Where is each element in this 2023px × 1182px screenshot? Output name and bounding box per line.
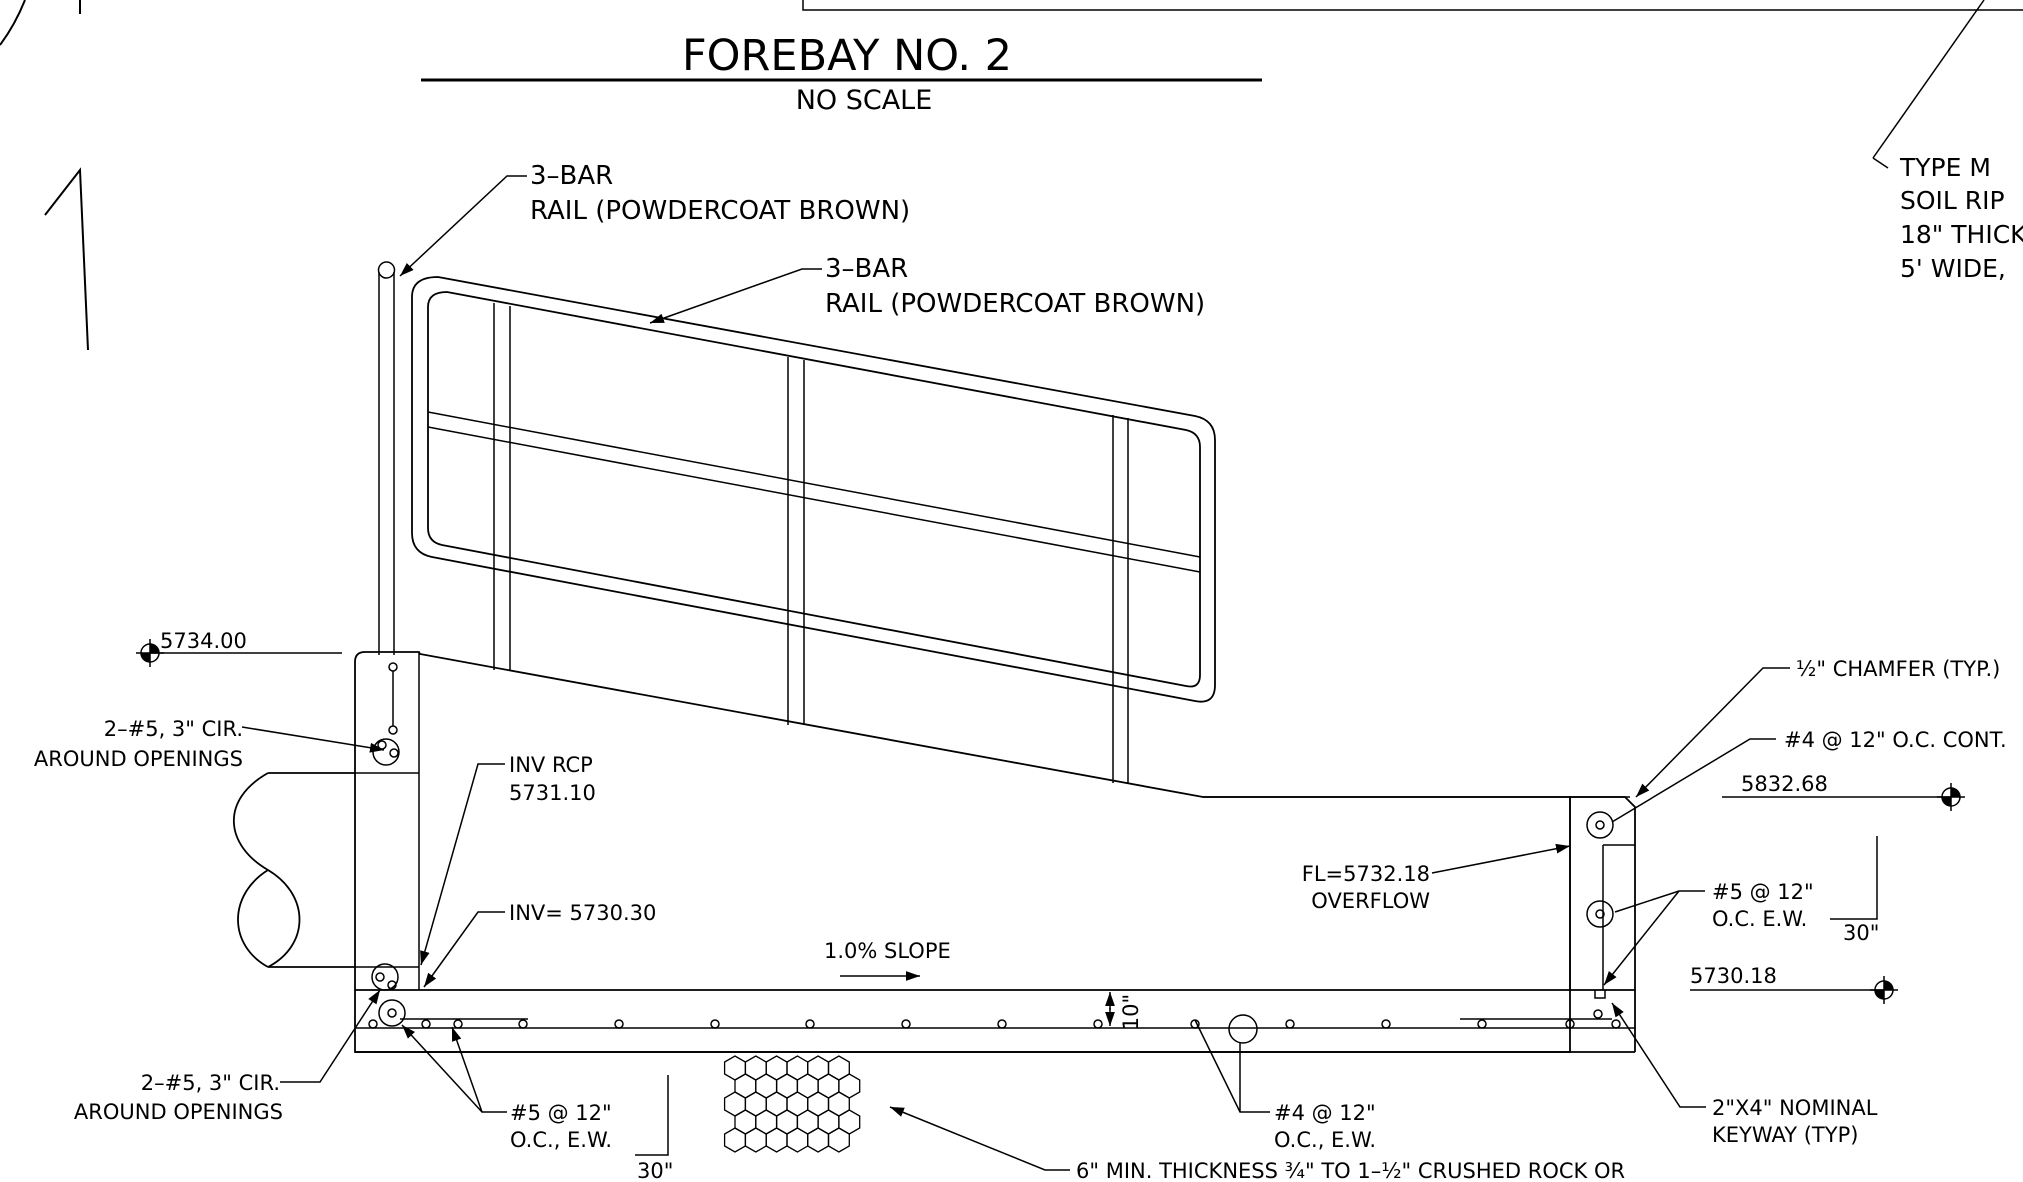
rcp-pipe	[233, 772, 419, 968]
rail-2-line-1: 3–BAR	[825, 254, 908, 284]
fl-line-1: FL=5732.18	[1302, 862, 1430, 886]
bars-5-wall-leader-b	[1603, 890, 1680, 986]
cir-lower-line-1: 2–#5, 3" CIR.	[141, 1071, 280, 1095]
rail-1-leader	[399, 175, 527, 277]
cir-upper-leader	[241, 726, 385, 753]
forebay-structure	[354, 651, 1636, 1053]
rail-2-leader	[649, 268, 822, 324]
keyway-leader	[1611, 1002, 1706, 1108]
rock-hex	[744, 1127, 767, 1153]
inv-rcp-leader	[420, 763, 505, 966]
rock-hex	[786, 1127, 809, 1153]
slab-thickness-label: 10"	[1119, 994, 1143, 1030]
rock-hex	[827, 1127, 850, 1153]
hand-mark	[0, 0, 89, 351]
elev-floor-label: 5730.18	[1690, 964, 1777, 988]
inv-rcp-line-1: INV RCP	[509, 753, 593, 777]
elev-marker-wall	[1722, 783, 1965, 811]
dim-30-right-mark	[1830, 836, 1878, 920]
dim-30-left-label: 30"	[637, 1159, 673, 1182]
riprap-leader-tick	[1872, 157, 1889, 169]
bars-5-wall-leader-a	[1614, 890, 1705, 913]
drawing-subtitle: NO SCALE	[796, 85, 933, 116]
sheet-border	[802, 0, 2023, 11]
inv-rcp-line-2: 5731.10	[509, 781, 596, 805]
bars-4-leader-a	[1194, 1019, 1270, 1113]
bars-5-leader-a	[401, 1024, 507, 1113]
chamfer-label: ½" CHAMFER (TYP.)	[1796, 657, 2000, 681]
rail-1-line-1: 3–BAR	[530, 161, 613, 191]
elev-marker-top	[136, 639, 342, 667]
elev-wall-label: 5832.68	[1741, 772, 1828, 796]
crushed-rock-hatch	[723, 1055, 861, 1153]
rock-hex	[765, 1127, 788, 1153]
rock-hex	[807, 1127, 830, 1153]
riprap-line-2: SOIL RIP	[1900, 186, 2005, 215]
inv-label: INV= 5730.30	[509, 901, 656, 925]
bars-4-cont-leader	[1611, 738, 1776, 823]
bars-4-cont-label: #4 @ 12" O.C. CONT.	[1784, 728, 2007, 752]
dim-30-right-label: 30"	[1843, 921, 1879, 945]
inv-leader	[423, 911, 505, 988]
rail-post	[377, 261, 396, 655]
cir-upper-line-2: AROUND OPENINGS	[34, 747, 243, 771]
riprap-line-3: 18" THICK	[1900, 220, 2023, 249]
bars-4-bottom-line-2: O.C., E.W.	[1274, 1128, 1376, 1152]
bars-4-bottom-line-1: #4 @ 12"	[1274, 1101, 1376, 1125]
riprap-leader	[1872, 0, 1985, 159]
fl-leader	[1431, 843, 1571, 874]
rebar-marks	[368, 662, 1621, 1044]
elev-top-label: 5734.00	[160, 629, 247, 653]
dim-30-left-mark	[635, 1075, 669, 1156]
slope-label: 1.0% SLOPE	[824, 939, 951, 963]
cir-lower-leader	[280, 989, 381, 1083]
bars-5-wall-line-2: O.C. E.W.	[1712, 907, 1807, 931]
keyway-line-1: 2"X4" NOMINAL	[1712, 1096, 1878, 1120]
rail-2-line-2: RAIL (POWDERCOAT BROWN)	[825, 289, 1205, 319]
handrail	[411, 276, 1216, 783]
crushed-rock-leader	[889, 1106, 1070, 1171]
riprap-line-1: TYPE M	[1899, 153, 1991, 182]
cir-upper-line-1: 2–#5, 3" CIR.	[104, 717, 243, 741]
keyway-line-2: KEYWAY (TYP)	[1712, 1123, 1858, 1147]
fl-line-2: OVERFLOW	[1311, 889, 1430, 913]
bars-5-wall-line-1: #5 @ 12"	[1712, 880, 1814, 904]
chamfer-leader	[1635, 667, 1790, 798]
elev-marker-floor	[1690, 976, 1898, 1004]
drawing-title: FOREBAY NO. 2	[682, 31, 1012, 81]
rail-1-line-2: RAIL (POWDERCOAT BROWN)	[530, 196, 910, 226]
crushed-rock-label: 6" MIN. THICKNESS ¾" TO 1–½" CRUSHED ROC…	[1076, 1159, 1625, 1182]
bars-5-leader-b	[451, 1026, 483, 1113]
bars-5-line-1: #5 @ 12"	[510, 1101, 612, 1125]
cir-lower-line-2: AROUND OPENINGS	[74, 1100, 283, 1124]
bars-5-line-2: O.C., E.W.	[510, 1128, 612, 1152]
riprap-line-4: 5' WIDE,	[1900, 254, 2006, 283]
rock-hex	[723, 1127, 747, 1153]
